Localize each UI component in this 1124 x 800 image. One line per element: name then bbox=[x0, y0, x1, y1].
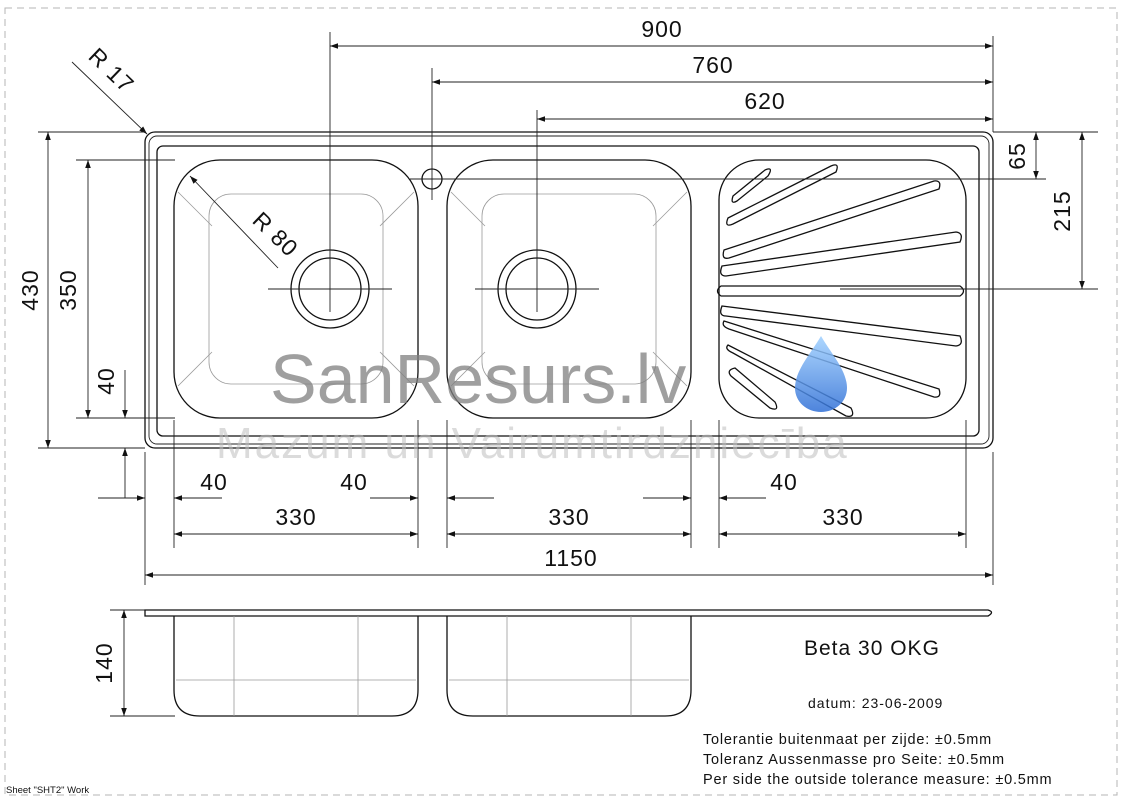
watermark: SanResurs.lv Mazum un Vairumtirdzniecība bbox=[216, 336, 849, 468]
dim-40-left: 40 bbox=[200, 469, 228, 495]
watermark-slogan: Mazum un Vairumtirdzniecība bbox=[216, 419, 849, 468]
watermark-brand: SanResurs.lv bbox=[270, 340, 686, 418]
dim-430: 430 bbox=[17, 269, 43, 310]
dim-40-middle: 40 bbox=[340, 469, 368, 495]
sink-rim-inner-line bbox=[148, 135, 990, 445]
dim-40-right: 40 bbox=[770, 469, 798, 495]
side-bowl-left bbox=[173, 616, 419, 717]
side-bowl-right bbox=[446, 616, 692, 717]
dim-760: 760 bbox=[692, 52, 733, 78]
dim-330-right: 330 bbox=[822, 504, 863, 530]
dim-r17: R 17 bbox=[84, 43, 140, 98]
dim-r80: R 80 bbox=[248, 207, 304, 262]
sink-inner-edge bbox=[156, 145, 980, 437]
model-name: Beta 30 OKG bbox=[804, 637, 940, 660]
drawing-date: datum: 23-06-2009 bbox=[808, 695, 943, 711]
tolerance-nl: Tolerantie buitenmaat per zijde: ±0.5mm bbox=[703, 732, 992, 748]
dim-330-middle: 330 bbox=[548, 504, 589, 530]
dim-330-left: 330 bbox=[275, 504, 316, 530]
bowl-left-outer bbox=[173, 159, 419, 419]
sink-outer-rim bbox=[144, 131, 994, 449]
center-lines bbox=[268, 32, 1098, 312]
dim-1150: 1150 bbox=[544, 545, 597, 571]
dim-65: 65 bbox=[1004, 142, 1030, 170]
sink-side-view bbox=[144, 609, 993, 717]
sheet-border bbox=[4, 7, 1118, 796]
dim-140: 140 bbox=[91, 642, 117, 683]
tolerance-en: Per side the outside tolerance measure: … bbox=[703, 772, 1052, 788]
water-drop-icon bbox=[795, 336, 847, 412]
bowl-right-outer bbox=[446, 159, 692, 419]
tolerance-de: Toleranz Aussenmasse pro Seite: ±0.5mm bbox=[703, 752, 1005, 768]
dimension-lines bbox=[38, 36, 1098, 717]
dim-350: 350 bbox=[55, 269, 81, 310]
dim-900: 900 bbox=[641, 16, 682, 42]
sheet-label: Sheet "SHT2" Work bbox=[6, 785, 89, 796]
dim-215: 215 bbox=[1049, 190, 1075, 231]
dim-40-vertical: 40 bbox=[93, 367, 119, 395]
dim-620: 620 bbox=[744, 88, 785, 114]
drainer-grooves bbox=[716, 164, 965, 417]
